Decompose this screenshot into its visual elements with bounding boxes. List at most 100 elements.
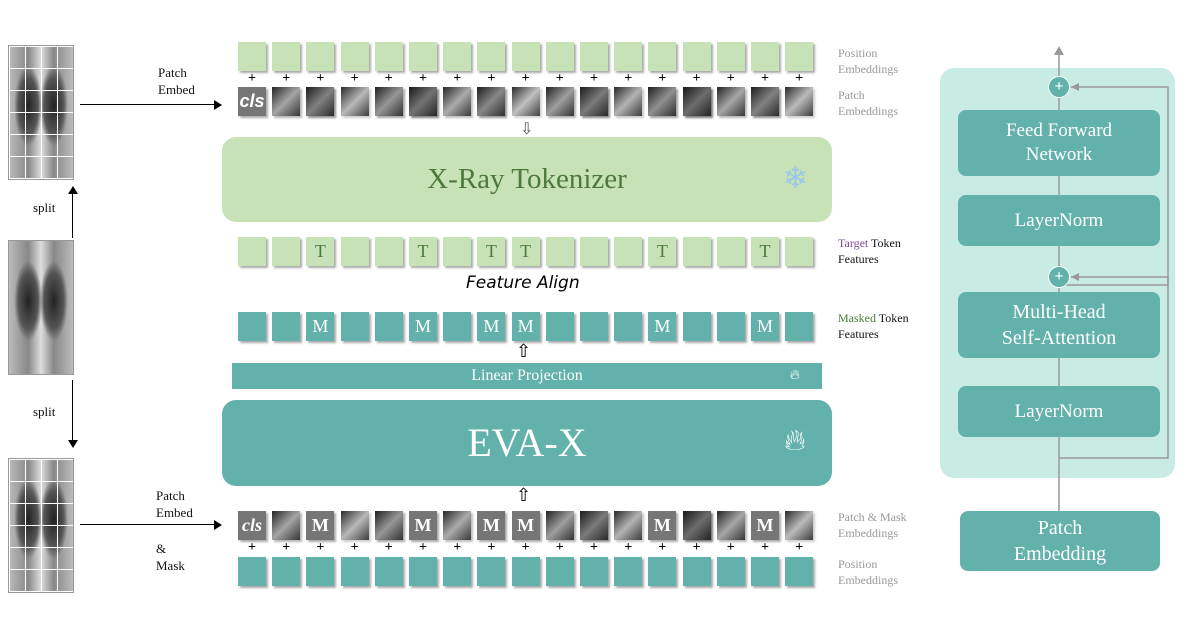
token-feature <box>785 312 814 341</box>
position-embedding-token <box>272 557 301 586</box>
patch-token <box>716 87 745 116</box>
patch-token <box>511 87 540 116</box>
token-feature <box>614 312 643 341</box>
patch-token <box>545 87 574 116</box>
patch-token <box>272 87 301 116</box>
token-feature <box>374 312 403 341</box>
plus-icon: + <box>282 71 291 86</box>
position-embedding-token <box>682 42 711 71</box>
feed-forward-network-box: Feed Forward Network <box>958 110 1160 176</box>
plus-icon: + <box>692 540 701 555</box>
down-arrow-icon: ⇩ <box>520 121 534 138</box>
plus-icon: + <box>453 540 462 555</box>
position-embedding-token <box>580 42 608 71</box>
position-embedding-token <box>716 42 745 71</box>
masked-token: M <box>306 312 335 341</box>
arrow-line <box>72 192 73 238</box>
target-token: T <box>306 237 335 266</box>
position-embedding-token <box>545 557 574 586</box>
split-label-bottom: split <box>33 404 56 419</box>
arrow-line <box>80 524 220 525</box>
position-embedding-token <box>340 42 369 71</box>
plus-icon: + <box>248 71 256 86</box>
masked-token: M <box>477 312 506 341</box>
plus-icon: + <box>419 540 427 555</box>
position-embedding-token <box>511 557 540 586</box>
cls-token: cls <box>238 511 266 540</box>
token-feature <box>545 237 574 266</box>
position-embedding-token <box>511 42 540 71</box>
mask-label: Mask <box>156 558 185 573</box>
patch-token <box>477 87 506 116</box>
plus-icon: + <box>282 540 291 555</box>
xray-tokenizer-box: X-Ray Tokenizer ❄ <box>222 137 832 222</box>
position-embedding-token <box>477 42 506 71</box>
plus-icon: + <box>590 71 598 86</box>
xray-image-split-top <box>8 45 74 180</box>
plus-icon: + <box>658 71 667 86</box>
plus-icon: + <box>521 71 530 86</box>
target-token: T <box>648 237 677 266</box>
patch-token <box>306 87 335 116</box>
eva-x-box: EVA-X 🔥︎ <box>222 400 832 486</box>
flame-icon: 🔥︎ <box>783 424 806 457</box>
position-embedding-token <box>409 42 437 71</box>
patch-token <box>785 511 814 540</box>
features-word: Features <box>838 252 879 266</box>
plus-icon: + <box>453 71 462 86</box>
plus-icon: + <box>624 71 633 86</box>
token-feature <box>580 312 608 341</box>
token-word: Token <box>876 311 909 325</box>
token-feature <box>614 237 643 266</box>
target-token: T <box>409 237 437 266</box>
position-embeddings-bottom-label: Position Embeddings <box>838 557 898 587</box>
layernorm-bottom-box: LayerNorm <box>958 386 1160 437</box>
plus-icon: + <box>350 540 359 555</box>
plus-icon: + <box>521 540 530 555</box>
patch-embed-label-top: Patch Embed <box>158 65 195 97</box>
position-embedding-token <box>374 42 403 71</box>
token-feature <box>272 237 301 266</box>
patch-token <box>716 511 745 540</box>
patch-token <box>443 511 472 540</box>
token-feature <box>580 237 608 266</box>
up-arrow-icon: ⇧ <box>516 341 532 361</box>
plus-icon: + <box>384 540 393 555</box>
patch-token <box>545 511 574 540</box>
mask-token: M <box>648 511 677 540</box>
plus-icon: + <box>795 71 804 86</box>
target-token: T <box>751 237 779 266</box>
position-embedding-token <box>443 42 472 71</box>
arrow-line <box>80 104 220 105</box>
plus-icon: + <box>555 71 564 86</box>
snowflake-icon: ❄ <box>782 162 808 195</box>
plus-icon: + <box>487 540 496 555</box>
position-embedding-token <box>785 42 814 71</box>
target-token: T <box>477 237 506 266</box>
position-embedding-token <box>443 557 472 586</box>
position-embedding-token <box>306 557 335 586</box>
token-feature <box>443 237 472 266</box>
plus-icon: + <box>350 71 359 86</box>
token-feature <box>716 312 745 341</box>
position-embedding-token <box>374 557 403 586</box>
token-feature <box>443 312 472 341</box>
up-arrow-icon: ⇧ <box>516 485 532 505</box>
patch-token <box>409 87 437 116</box>
arrow-line <box>72 380 73 440</box>
target-word: Target <box>838 236 869 250</box>
arrow-head-icon <box>214 100 222 110</box>
token-feature <box>272 312 301 341</box>
linear-projection-label: Linear Projection <box>471 367 583 384</box>
patch-token <box>580 87 608 116</box>
plus-icon: + <box>658 540 667 555</box>
position-embedding-token <box>545 42 574 71</box>
patch-token <box>682 87 711 116</box>
patch-token <box>272 511 301 540</box>
patch-token <box>443 87 472 116</box>
feature-align-label: Feature Align <box>466 273 580 293</box>
multi-head-self-attention-box: Multi-Head Self-Attention <box>958 292 1160 358</box>
token-feature <box>340 237 369 266</box>
residual-add-icon: + <box>1048 266 1070 288</box>
token-feature <box>682 312 711 341</box>
